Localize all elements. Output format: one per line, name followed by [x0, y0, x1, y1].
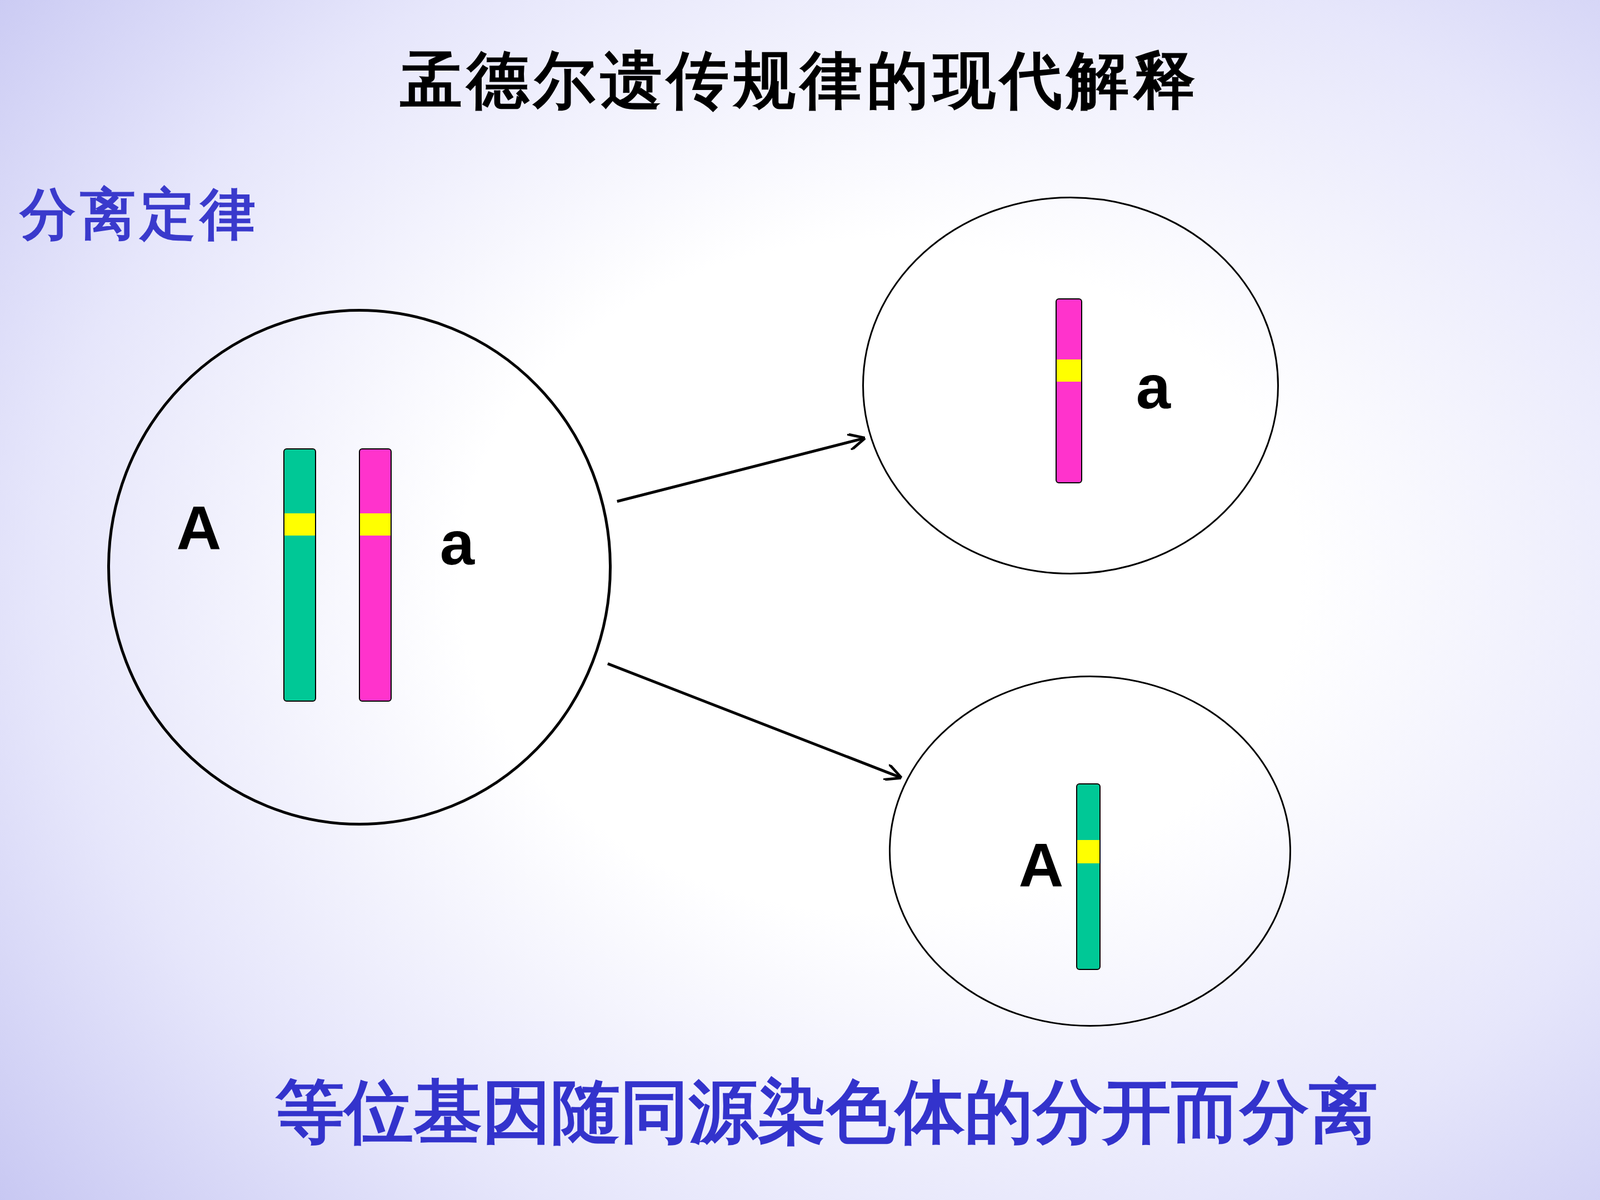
- gene-locus: [1077, 840, 1100, 864]
- cell-outline: [107, 308, 612, 826]
- cell-outline: [862, 196, 1279, 575]
- allele-label: a: [440, 512, 475, 575]
- allele-label: A: [176, 497, 222, 560]
- gene-locus: [360, 513, 391, 536]
- section-heading: 分离定律: [20, 177, 260, 253]
- cell-outline: [888, 675, 1292, 1027]
- chromosome: [1076, 783, 1100, 970]
- division-arrow: [607, 663, 900, 778]
- allele-label: a: [1136, 356, 1171, 419]
- gene-locus: [1056, 359, 1082, 382]
- division-arrow: [617, 438, 864, 502]
- cell-circle: Aa: [107, 308, 612, 826]
- title: 孟德尔遗传规律的现代解释: [0, 38, 1600, 123]
- gene-locus: [284, 513, 315, 536]
- caption: 等位基因随同源染色体的分开而分离: [0, 1066, 1600, 1160]
- allele-label: A: [1018, 834, 1064, 897]
- chromosome: [359, 448, 392, 702]
- chromosome: [1056, 298, 1082, 483]
- chromosome: [283, 448, 316, 702]
- cell-circle: a: [862, 196, 1279, 575]
- cell-circle: A: [888, 675, 1292, 1027]
